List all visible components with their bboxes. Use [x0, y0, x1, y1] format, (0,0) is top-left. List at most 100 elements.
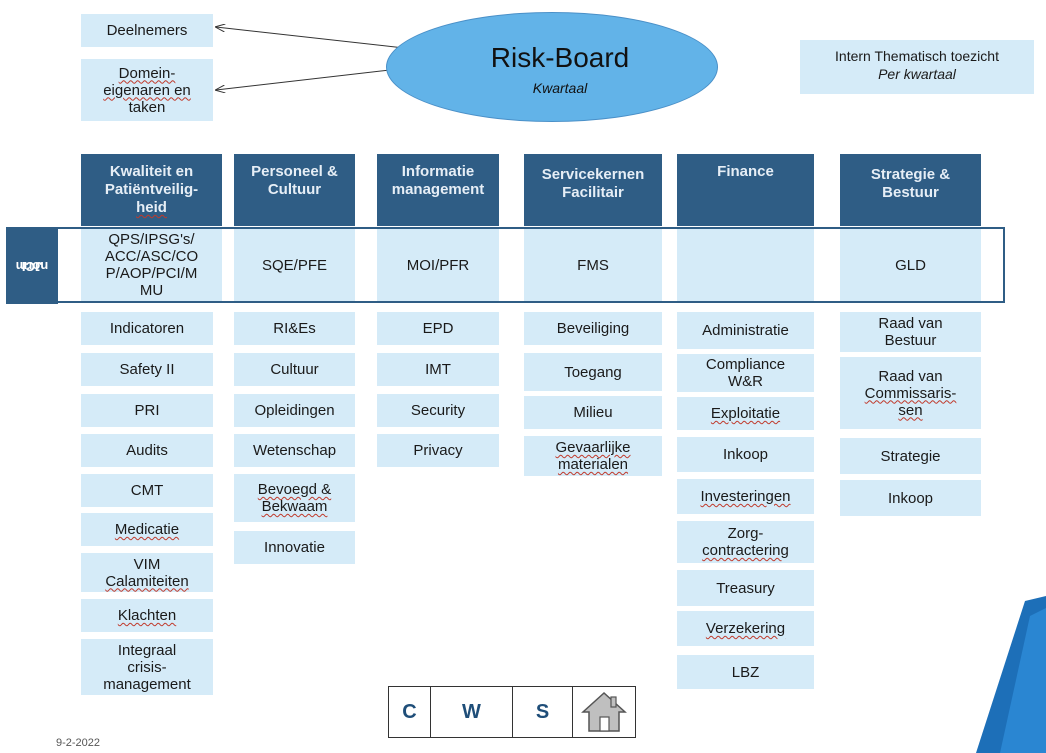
jci-cell-finance	[677, 228, 814, 302]
jci-text-personeel: SQE/PFE	[234, 228, 355, 302]
item-imt: IMT	[377, 353, 499, 386]
jci-servicekernen-value: FMS	[577, 256, 609, 274]
jci-kwaliteit-line-3: P/AOP/PCI/M	[105, 265, 198, 282]
intern-toezicht-box: Intern Thematisch toezicht Per kwartaal	[800, 40, 1034, 94]
item-exploitatie-label: Exploitatie	[710, 405, 781, 422]
jci-informatie-value: MOI/PFR	[406, 256, 470, 274]
item-investeringen: Investeringen	[677, 479, 814, 514]
header-kwaliteit-line-3: heid	[136, 199, 167, 216]
header-personeel: Personeel & Cultuur	[234, 154, 355, 226]
nav-home-button[interactable]	[572, 686, 636, 738]
item-inkoop-strategie-label: Inkoop	[887, 489, 934, 507]
item-integraal-line-2: crisis-	[127, 658, 167, 676]
risk-board-title: Risk-Board	[490, 42, 630, 73]
item-zorg-line-1: Zorg-	[727, 525, 764, 542]
item-bevoegd-line-1: Bevoegd &	[257, 481, 332, 498]
item-inkoop-finance-label: Inkoop	[722, 446, 769, 463]
item-rvb-line-1: Raad van	[878, 315, 943, 332]
item-integraal-line-3: management	[103, 675, 191, 693]
item-privacy-label: Privacy	[413, 442, 463, 459]
item-ries: RI&Es	[234, 312, 355, 345]
item-security-label: Security	[410, 402, 466, 419]
intern-line-1: Intern Thematisch toezicht	[835, 48, 999, 64]
header-strategie-line-1: Strategie &	[870, 166, 951, 183]
item-wetenschap-label: Wetenschap	[252, 442, 337, 459]
item-strategie: Strategie	[840, 438, 981, 474]
item-toegang: Toegang	[524, 353, 662, 391]
header-strategie-line-2: Bestuur	[882, 184, 939, 201]
home-icon	[581, 691, 627, 732]
item-bevoegd-bekwaam: Bevoegd &Bekwaam	[234, 474, 355, 522]
item-vim-line-2: Calamiteiten	[105, 572, 189, 590]
item-safety-ii: Safety II	[81, 353, 213, 386]
item-epd: EPD	[377, 312, 499, 345]
item-milieu: Milieu	[524, 396, 662, 429]
item-zorg-line-2: contractering	[702, 542, 789, 559]
item-treasury: Treasury	[677, 570, 814, 606]
jci-text-strategie: GLD	[840, 228, 981, 302]
jci-personeel-value: SQE/PFE	[261, 256, 328, 274]
item-klachten: Klachten	[81, 599, 213, 632]
item-privacy: Privacy	[377, 434, 499, 467]
item-milieu-label: Milieu	[573, 404, 613, 421]
item-gevaarlijke-line-2: materialen	[557, 456, 629, 473]
item-administratie: Administratie	[677, 312, 814, 349]
header-informatie-line-1: Informatie	[401, 163, 475, 180]
item-rvc-line-1: Raad van	[878, 367, 943, 385]
domeineigenaren-box: Domein- eigenaren en taken	[81, 59, 213, 121]
header-kwaliteit-line-1: Kwaliteit en	[109, 163, 194, 180]
item-opleidingen-label: Opleidingen	[254, 402, 335, 419]
item-compliance-line-1: Compliance	[705, 356, 786, 373]
jci-cell-kwaliteit	[81, 228, 222, 302]
item-beveiliging: Beveiliging	[524, 312, 662, 345]
header-servicekernen: Servicekernen Facilitair	[524, 154, 662, 226]
item-verzekering-label: Verzekering	[705, 620, 786, 637]
domein-line-2: eigenaren en	[103, 81, 191, 99]
item-strategie-label: Strategie	[880, 447, 941, 465]
item-cmt-label: CMT	[130, 482, 164, 499]
jci-strategie-value: GLD	[895, 256, 926, 274]
item-audits-label: Audits	[126, 442, 168, 459]
item-bevoegd-line-2: Bekwaam	[261, 498, 328, 515]
nav-w-label: W	[462, 700, 481, 723]
item-indicatoren: Indicatoren	[81, 312, 213, 345]
item-medicatie: Medicatie	[81, 513, 213, 546]
item-innovatie-label: Innovatie	[264, 539, 325, 556]
jci-text-kwaliteit: QPS/IPSG's/ ACC/ASC/CO P/AOP/PCI/M MU	[81, 228, 222, 302]
item-epd-label: EPD	[422, 320, 454, 337]
item-audits: Audits	[81, 434, 213, 467]
intern-line-2: Per kwartaal	[878, 66, 956, 82]
header-finance: Finance	[677, 154, 814, 226]
header-kwaliteit-line-2: Patiëntveilig-	[104, 181, 199, 198]
slide-date: 9-2-2022	[56, 737, 101, 749]
jci-kwaliteit-line-4: MU	[139, 282, 164, 299]
header-servicekernen-line-1: Servicekernen	[541, 166, 645, 183]
jci-text-servicekernen: FMS	[524, 228, 662, 302]
item-compliance-line-2: W&R	[728, 373, 763, 390]
jci-cell-servicekernen	[524, 228, 662, 302]
header-finance-line-1: Finance	[717, 163, 774, 180]
header-personeel-line-2: Cultuur	[267, 181, 322, 198]
nav-s-button[interactable]: S	[512, 686, 573, 738]
item-investeringen-label: Investeringen	[700, 488, 791, 505]
item-indicatoren-label: Indicatoren	[109, 320, 185, 337]
brand-logo-mark	[976, 596, 1046, 753]
item-beveiliging-label: Beveiliging	[556, 320, 630, 337]
nav-w-button[interactable]: W	[430, 686, 513, 738]
deelnemers-box: Deelnemers	[81, 14, 213, 47]
item-treasury-label: Treasury	[716, 579, 775, 597]
item-pri-label: PRI	[134, 402, 160, 419]
jci-text-informatie: MOI/PFR	[377, 228, 499, 302]
domein-line-3: taken	[128, 98, 166, 116]
item-inkoop-finance: Inkoop	[677, 437, 814, 472]
item-safety-ii-label: Safety II	[119, 361, 175, 378]
item-vim-line-1: VIM	[133, 555, 161, 573]
nav-c-button[interactable]: C	[388, 686, 431, 738]
jci-cell-informatie	[377, 228, 499, 302]
